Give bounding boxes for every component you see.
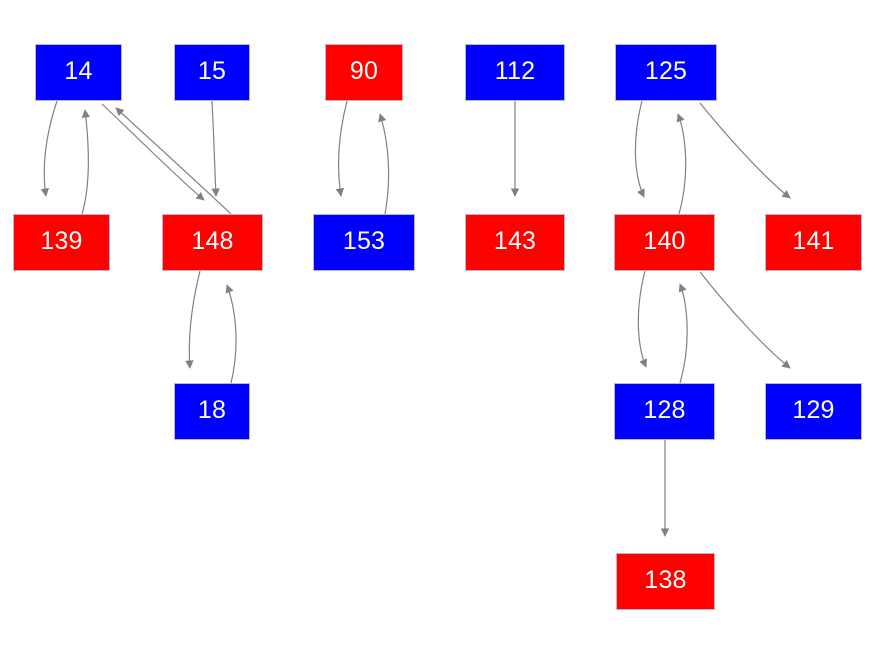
graph-node-128[interactable]: 128 (614, 383, 715, 440)
graph-node-label: 153 (342, 227, 386, 255)
graph-node-139[interactable]: 139 (13, 214, 110, 271)
graph-node-140[interactable]: 140 (614, 214, 715, 271)
graph-node-label: 18 (197, 396, 227, 424)
edge-18-to-148 (225, 284, 237, 384)
graph-node-125[interactable]: 125 (615, 44, 717, 101)
graph-node-label: 141 (792, 227, 835, 255)
graph-node-129[interactable]: 129 (765, 383, 862, 440)
graph-node-label: 14 (64, 57, 93, 85)
edge-153-to-90 (378, 113, 390, 215)
graph-node-label: 128 (643, 396, 686, 424)
graph-node-153[interactable]: 153 (313, 214, 415, 271)
graph-node-label: 125 (644, 57, 688, 85)
edge-90-to-153 (335, 100, 348, 197)
edge-148-to-14 (115, 107, 232, 215)
edge-125-to-141 (699, 102, 791, 199)
graph-node-112[interactable]: 112 (465, 44, 565, 101)
graph-node-label: 15 (197, 57, 227, 85)
graph-node-label: 140 (643, 227, 686, 255)
edge-140-to-128 (637, 270, 648, 368)
edge-14-to-139 (40, 100, 58, 197)
graph-node-143[interactable]: 143 (465, 214, 565, 271)
graph-node-label: 138 (644, 566, 687, 594)
graph-node-label: 139 (40, 227, 83, 255)
graph-node-18[interactable]: 18 (174, 383, 250, 440)
graph-node-label: 143 (493, 227, 537, 255)
graph-node-label: 129 (792, 396, 835, 424)
edge-140-to-125 (676, 113, 687, 215)
edges-group (40, 100, 791, 537)
edge-140-to-129 (699, 271, 791, 369)
edge-125-to-140 (634, 100, 645, 198)
graph-node-141[interactable]: 141 (765, 214, 862, 271)
edge-15-to-148 (211, 100, 220, 197)
graph-node-138[interactable]: 138 (616, 553, 715, 610)
graph-node-148[interactable]: 148 (162, 214, 263, 271)
edge-14-to-148 (101, 103, 205, 201)
edge-148-to-18 (185, 270, 201, 369)
edge-128-to-140 (678, 283, 688, 384)
graph-node-label: 112 (494, 57, 536, 85)
graph-node-14[interactable]: 14 (35, 44, 122, 101)
edge-139-to-14 (81, 109, 91, 215)
graph-node-15[interactable]: 15 (174, 44, 250, 101)
graph-node-label: 148 (191, 227, 234, 255)
graph-node-90[interactable]: 90 (325, 44, 403, 101)
graph-node-label: 90 (349, 57, 379, 85)
